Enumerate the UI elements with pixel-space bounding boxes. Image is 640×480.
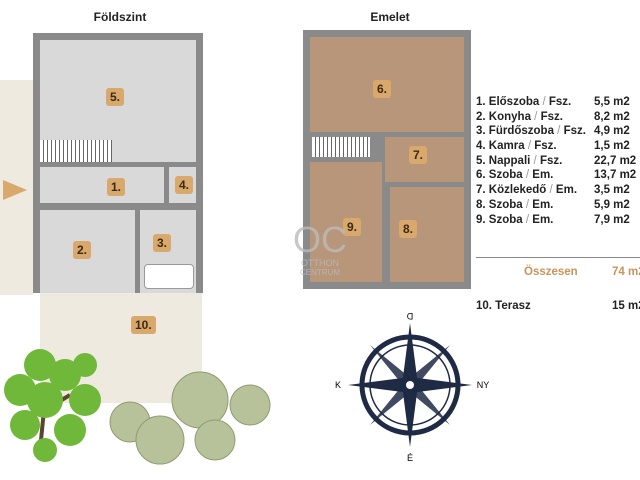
room-label-2: 2. xyxy=(73,241,92,259)
legend-row: 6. Szoba / Em. 13,7 m2 xyxy=(476,169,640,184)
legend-area: 13,7 m2 xyxy=(594,169,637,182)
legend-level: Fsz. xyxy=(539,154,563,167)
legend-separator: / xyxy=(557,125,561,138)
room-label-6: 6. xyxy=(373,80,392,98)
room-1 xyxy=(40,167,164,203)
legend-room-name: Szoba xyxy=(488,169,523,182)
legend-area: 3,5 m2 xyxy=(594,184,630,197)
legend-area: 7,9 m2 xyxy=(594,213,630,226)
entrance-arrow-icon xyxy=(3,180,27,200)
legend-num: 6. xyxy=(476,169,486,182)
compass-west: NY xyxy=(477,380,490,390)
legend-num: 3. xyxy=(476,125,486,138)
room-label-5: 5. xyxy=(106,88,125,106)
compass-rose-icon: D É K NY xyxy=(335,311,490,463)
legend-row: 1. Előszoba / Fsz. 5,5 m2 xyxy=(476,96,640,111)
room-label-1: 1. xyxy=(107,178,126,196)
legend-area: 5,5 m2 xyxy=(594,96,630,108)
legend-area: 4,9 m2 xyxy=(594,125,630,138)
legend-separator: / xyxy=(527,140,532,153)
legend-room-name: Kamra xyxy=(488,140,525,153)
trees-illustration xyxy=(4,349,271,465)
legend-num: 1. xyxy=(476,96,486,108)
room-label-7: 7. xyxy=(409,146,428,164)
legend-num: 7. xyxy=(476,184,486,197)
legend-num: 2. xyxy=(476,110,486,123)
legend-room-name: Közlekedő xyxy=(488,184,547,197)
compass-north: É xyxy=(407,453,413,463)
legend-area: 5,9 m2 xyxy=(594,198,630,211)
legend-separator: / xyxy=(525,169,530,182)
stairs xyxy=(40,140,112,162)
legend-area: 8,2 m2 xyxy=(594,110,630,123)
legend-row: 8. Szoba / Em. 5,9 m2 xyxy=(476,199,640,214)
legend-level: Em. xyxy=(532,213,554,226)
legend-level: Em. xyxy=(555,184,578,197)
legend-room-name: Szoba xyxy=(488,213,523,226)
legend-room-name: Szoba xyxy=(488,198,523,211)
total-value: 74 m2 xyxy=(612,266,640,278)
legend-row: 3. Fürdőszoba / Fsz. 4,9 m2 xyxy=(476,125,640,140)
room-label-3: 3. xyxy=(153,234,172,252)
legend-row: 2. Konyha / Fsz. 8,2 m2 xyxy=(476,111,640,126)
room-legend: 1. Előszoba / Fsz. 5,5 m2 2. Konyha / Fsz.… xyxy=(476,96,640,228)
room-label-8: 8. xyxy=(399,220,418,238)
legend-level: Fsz. xyxy=(548,96,572,108)
ground-floor-title: Földszint xyxy=(93,10,147,24)
legend-room-name: Fürdőszoba xyxy=(488,125,554,138)
legend-room-name: Konyha xyxy=(488,110,531,123)
legend-row: 5. Nappali / Fsz. 22,7 m2 xyxy=(476,155,640,170)
legend-area: 22,7 m2 xyxy=(594,154,637,167)
compass-east: K xyxy=(335,380,341,390)
compass-south: D xyxy=(406,311,413,321)
upper-floor-plan xyxy=(303,30,471,289)
watermark-logo: OC OTTHON CENTRUM xyxy=(293,219,347,278)
terrace-label: 10. Terasz xyxy=(476,300,531,312)
legend-room-name: Nappali xyxy=(488,154,531,167)
legend-level: Fsz. xyxy=(534,140,557,153)
legend-row: 7. Közlekedő / Em. 3,5 m2 xyxy=(476,184,640,199)
legend-separator: / xyxy=(549,184,553,197)
legend-level: Fsz. xyxy=(540,110,563,123)
legend-separator: / xyxy=(533,154,537,167)
legend-separator: / xyxy=(534,110,538,123)
legend-separator: / xyxy=(525,198,530,211)
legend-row: 4. Kamra / Fsz. 1,5 m2 xyxy=(476,140,640,155)
upper-floor-title: Emelet xyxy=(370,10,410,24)
legend-num: 8. xyxy=(476,198,486,211)
legend-room-name: Előszoba xyxy=(488,96,540,108)
legend-divider xyxy=(476,257,640,258)
legend-row: 9. Szoba / Em. 7,9 m2 xyxy=(476,214,640,229)
room-label-4: 4. xyxy=(175,176,194,194)
legend-num: 5. xyxy=(476,154,486,167)
room-label-9: 9. xyxy=(343,218,362,236)
room-label-10: 10. xyxy=(131,316,156,334)
legend-separator: / xyxy=(525,213,530,226)
ground-floor-plan xyxy=(33,33,203,293)
legend-separator: / xyxy=(542,96,546,108)
legend-level: Em. xyxy=(532,198,554,211)
terrace-value: 15 m2 xyxy=(612,300,640,312)
total-label: Összesen xyxy=(524,266,578,278)
legend-area: 1,5 m2 xyxy=(594,140,630,153)
legend-level: Fsz. xyxy=(563,125,586,138)
legend-num: 9. xyxy=(476,213,486,226)
legend-level: Em. xyxy=(532,169,554,182)
bathtub xyxy=(144,264,194,289)
stairs xyxy=(312,137,370,157)
legend-num: 4. xyxy=(476,140,486,153)
